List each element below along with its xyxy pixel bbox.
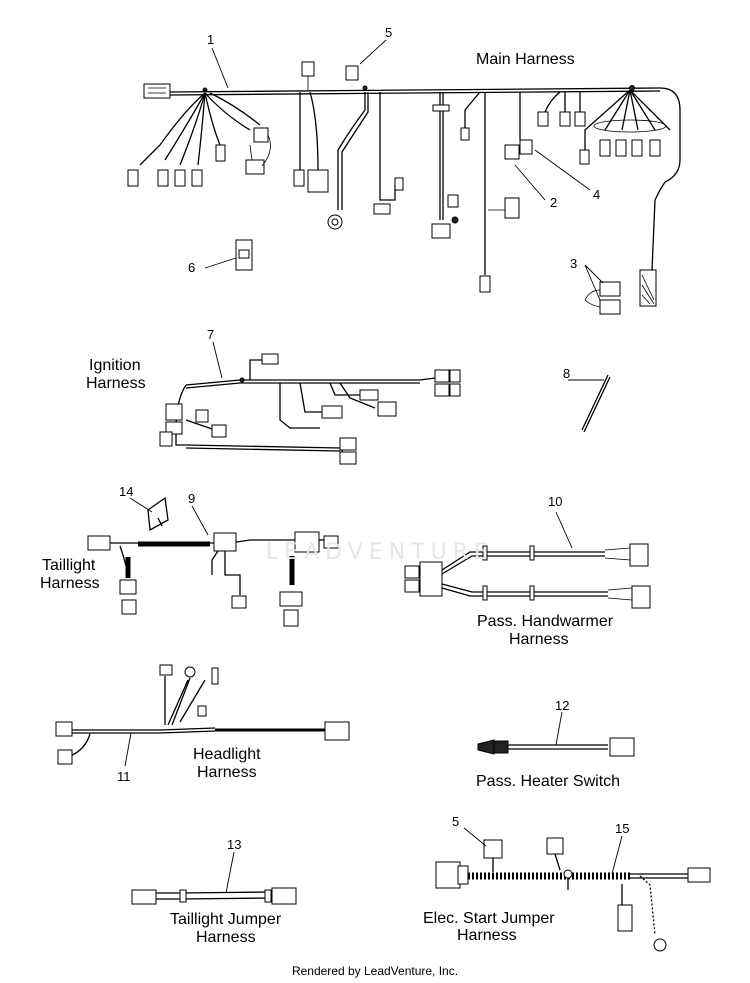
heater-switch-label: Pass. Heater Switch	[476, 773, 621, 790]
cable-tie-item-8	[568, 374, 611, 433]
heater-switch-drawing	[477, 711, 635, 757]
callout-5-main: 5	[385, 25, 393, 40]
callout-1: 1	[207, 32, 215, 47]
ignition-harness-drawing	[159, 341, 461, 465]
callout-2: 2	[550, 195, 558, 210]
callout-9: 9	[188, 491, 196, 506]
callout-13: 13	[227, 837, 242, 852]
footer-credit: Rendered by LeadVenture, Inc.	[291, 964, 459, 978]
callout-12: 12	[555, 698, 570, 713]
handwarmer-harness-label-line1: Pass. Handwarmer	[477, 613, 614, 630]
callout-3: 3	[570, 256, 578, 271]
watermark: LEADVENTURE	[266, 540, 494, 565]
callout-11: 11	[117, 769, 131, 784]
estart-jumper-drawing	[435, 827, 711, 952]
taillight-harness-drawing	[87, 496, 339, 627]
taillight-jumper-drawing	[131, 851, 297, 905]
estart-jumper-label-line1: Elec. Start Jumper	[423, 910, 555, 927]
ignition-harness-label-line1: Ignition	[89, 357, 141, 374]
taillight-harness-label-line2: Harness	[40, 575, 100, 592]
taillight-harness-label-line1: Taillight	[42, 557, 96, 574]
estart-jumper-label-line2: Harness	[457, 927, 517, 944]
callout-5-estart: 5	[452, 814, 460, 829]
headlight-harness-label-line2: Harness	[197, 764, 257, 781]
main-harness-drawing	[127, 39, 681, 315]
handwarmer-harness-label-line2: Harness	[509, 631, 569, 648]
callout-8: 8	[563, 366, 571, 381]
callout-4: 4	[593, 187, 601, 202]
callout-14: 14	[119, 484, 134, 499]
taillight-jumper-label-line1: Taillight Jumper	[170, 911, 282, 928]
callout-7: 7	[207, 327, 215, 342]
headlight-harness-drawing	[55, 664, 350, 767]
headlight-harness-label-line1: Headlight	[193, 746, 261, 763]
callout-10: 10	[548, 494, 563, 509]
callout-15: 15	[615, 821, 630, 836]
main-harness-label: Main Harness	[476, 51, 575, 68]
callout-6: 6	[188, 260, 196, 275]
connector-item-6	[235, 239, 253, 271]
handwarmer-harness-drawing	[404, 511, 651, 609]
ignition-harness-label-line2: Harness	[86, 375, 146, 392]
taillight-jumper-label-line2: Harness	[196, 929, 256, 946]
